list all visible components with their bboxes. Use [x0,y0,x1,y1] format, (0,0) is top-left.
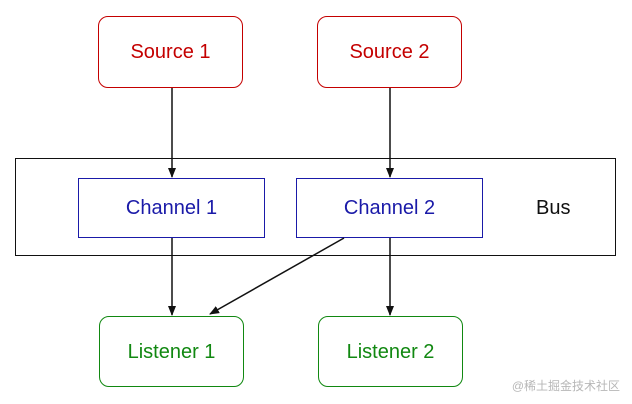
source-1-node: Source 1 [98,16,243,88]
source-1-label: Source 1 [130,41,211,63]
listener-1-node: Listener 1 [99,316,244,387]
listener-2-node: Listener 2 [318,316,463,387]
source-2-label: Source 2 [349,41,430,63]
source-2-node: Source 2 [317,16,462,88]
arrow-channel-2-to-listener-1 [209,237,345,315]
channel-1-node: Channel 1 [78,178,265,238]
listener-2-label: Listener 2 [346,340,435,363]
bus-label: Bus [536,197,571,219]
channel-1-label: Channel 1 [125,197,218,219]
watermark-text: @稀土掘金技术社区 [511,379,620,393]
channel-2-node: Channel 2 [296,178,483,238]
channel-2-label: Channel 2 [343,197,436,219]
listener-1-label: Listener 1 [127,340,216,363]
